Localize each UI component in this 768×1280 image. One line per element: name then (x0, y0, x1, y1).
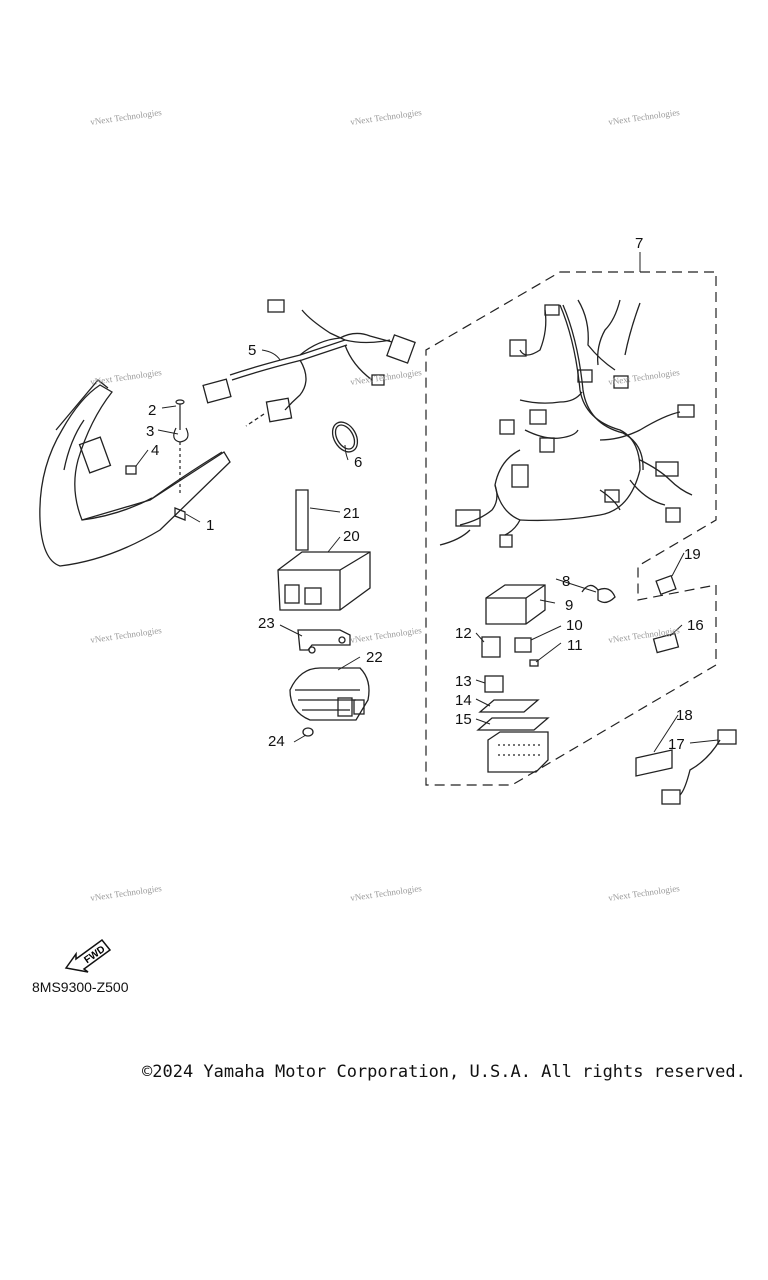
callout-18: 18 (676, 707, 693, 724)
headlight-cowl-drawing (39, 379, 231, 567)
assembly-7-dashed-boundary (425, 271, 717, 786)
fwd-arrow-icon: FWD (64, 938, 112, 973)
callout-13: 13 (455, 673, 472, 690)
callout-numbers: 1 2 3 4 5 6 7 8 9 10 11 12 13 14 15 16 1… (146, 235, 704, 753)
callout-leader-lines (135, 349, 719, 753)
callout-20: 20 (343, 528, 360, 545)
main-harness-drawing (439, 299, 695, 548)
callout-17: 17 (668, 736, 685, 753)
ecu-drawing (277, 489, 371, 611)
circlip-drawing (331, 421, 359, 453)
connectors-16-19-drawing (635, 574, 737, 805)
callout-19: 19 (684, 546, 701, 563)
callout-5: 5 (248, 342, 256, 359)
callout-6: 6 (354, 454, 362, 471)
callout-15: 15 (455, 711, 472, 728)
copyright-notice: ©2024 Yamaha Motor Corporation, U.S.A. A… (142, 1062, 746, 1082)
callout-12: 12 (455, 625, 472, 642)
callout-8: 8 (562, 573, 570, 590)
bolt-and-clamp-drawing (173, 399, 189, 495)
callout-4: 4 (151, 442, 159, 459)
callout-21: 21 (343, 505, 360, 522)
callout-16: 16 (687, 617, 704, 634)
callout-3: 3 (146, 423, 154, 440)
callout-23: 23 (258, 615, 275, 632)
sub-harness-drawing (202, 299, 416, 427)
callout-14: 14 (455, 692, 472, 709)
callout-1: 1 (206, 517, 214, 534)
callout-22: 22 (366, 649, 383, 666)
drawing-code: 8MS9300-Z500 (32, 979, 129, 995)
callout-24: 24 (268, 733, 285, 750)
rectifier-regulator-drawing (289, 629, 370, 737)
callout-9: 9 (565, 597, 573, 614)
callout-10: 10 (566, 617, 583, 634)
callout-7: 7 (635, 235, 643, 252)
relays-and-fusebox-drawing (476, 584, 616, 773)
callout-2: 2 (148, 402, 156, 419)
callout-11: 11 (567, 637, 583, 654)
